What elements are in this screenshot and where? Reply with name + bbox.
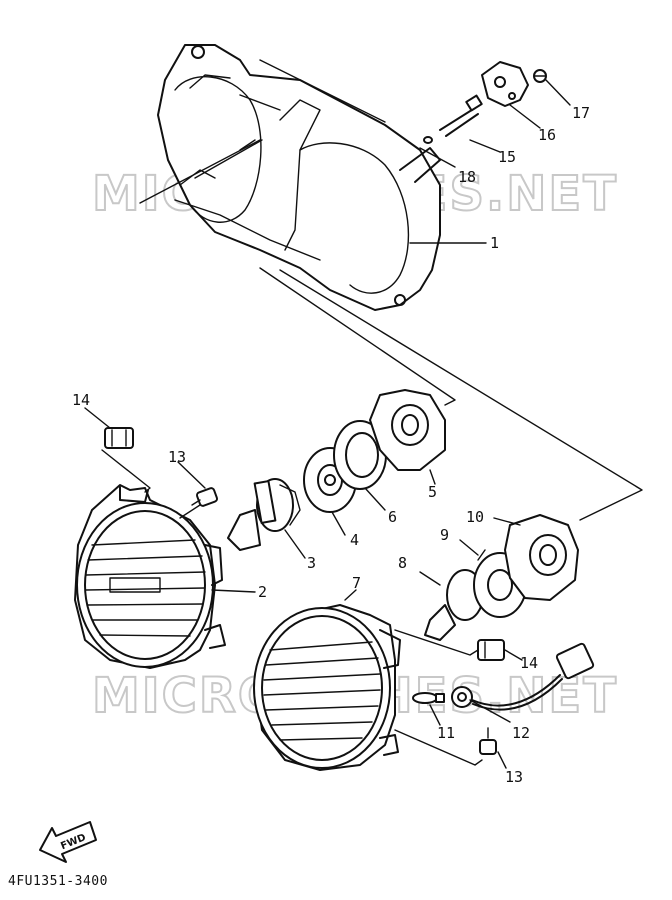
assembly-lines bbox=[84, 79, 643, 769]
callout-16: 16 bbox=[538, 126, 556, 144]
lens-pattern-right bbox=[263, 641, 381, 741]
callout-17: 17 bbox=[572, 104, 590, 122]
callout-1: 1 bbox=[490, 234, 499, 252]
callout-4: 4 bbox=[350, 531, 359, 549]
position-bulb bbox=[412, 692, 445, 704]
headlight-bulb bbox=[227, 478, 301, 551]
callout-13-lower: 13 bbox=[505, 768, 523, 786]
callout-14-upper: 14 bbox=[72, 391, 90, 409]
washer-ring bbox=[423, 136, 433, 144]
small-screw bbox=[533, 69, 547, 83]
callout-12: 12 bbox=[512, 724, 530, 742]
callout-14-lower: 14 bbox=[520, 654, 538, 672]
callout-6: 6 bbox=[388, 508, 397, 526]
callout-labels: 1 2 3 4 5 6 7 8 9 10 11 12 13 13 14 14 1… bbox=[72, 104, 590, 786]
forward-arrow-icon: FWD bbox=[39, 821, 97, 863]
socket-lead-wire bbox=[451, 642, 595, 711]
rubber-cover-right bbox=[504, 514, 579, 601]
position-light-socket-upper bbox=[191, 487, 219, 507]
callout-5: 5 bbox=[428, 483, 437, 501]
callout-8: 8 bbox=[398, 554, 407, 572]
drawing-code: 4FU1351-3400 bbox=[8, 874, 108, 889]
nut-plate bbox=[481, 61, 529, 107]
callout-3: 3 bbox=[307, 554, 316, 572]
left-headlight-unit bbox=[74, 484, 226, 669]
right-headlight-unit bbox=[253, 604, 401, 771]
connector-lower bbox=[477, 639, 505, 661]
callout-15: 15 bbox=[498, 148, 516, 166]
headlight-housing-bracket bbox=[157, 44, 441, 311]
rubber-cover bbox=[369, 389, 446, 471]
callout-18: 18 bbox=[458, 168, 476, 186]
lens-pattern-left bbox=[85, 539, 206, 637]
callout-10: 10 bbox=[466, 508, 484, 526]
callout-2: 2 bbox=[258, 583, 267, 601]
position-light-socket-lower bbox=[479, 727, 497, 755]
adjusting-screw bbox=[439, 94, 483, 137]
connector-upper bbox=[104, 427, 134, 449]
callout-9: 9 bbox=[440, 526, 449, 544]
callout-11: 11 bbox=[437, 724, 455, 742]
callout-13-upper: 13 bbox=[168, 448, 186, 466]
callout-7: 7 bbox=[352, 574, 361, 592]
